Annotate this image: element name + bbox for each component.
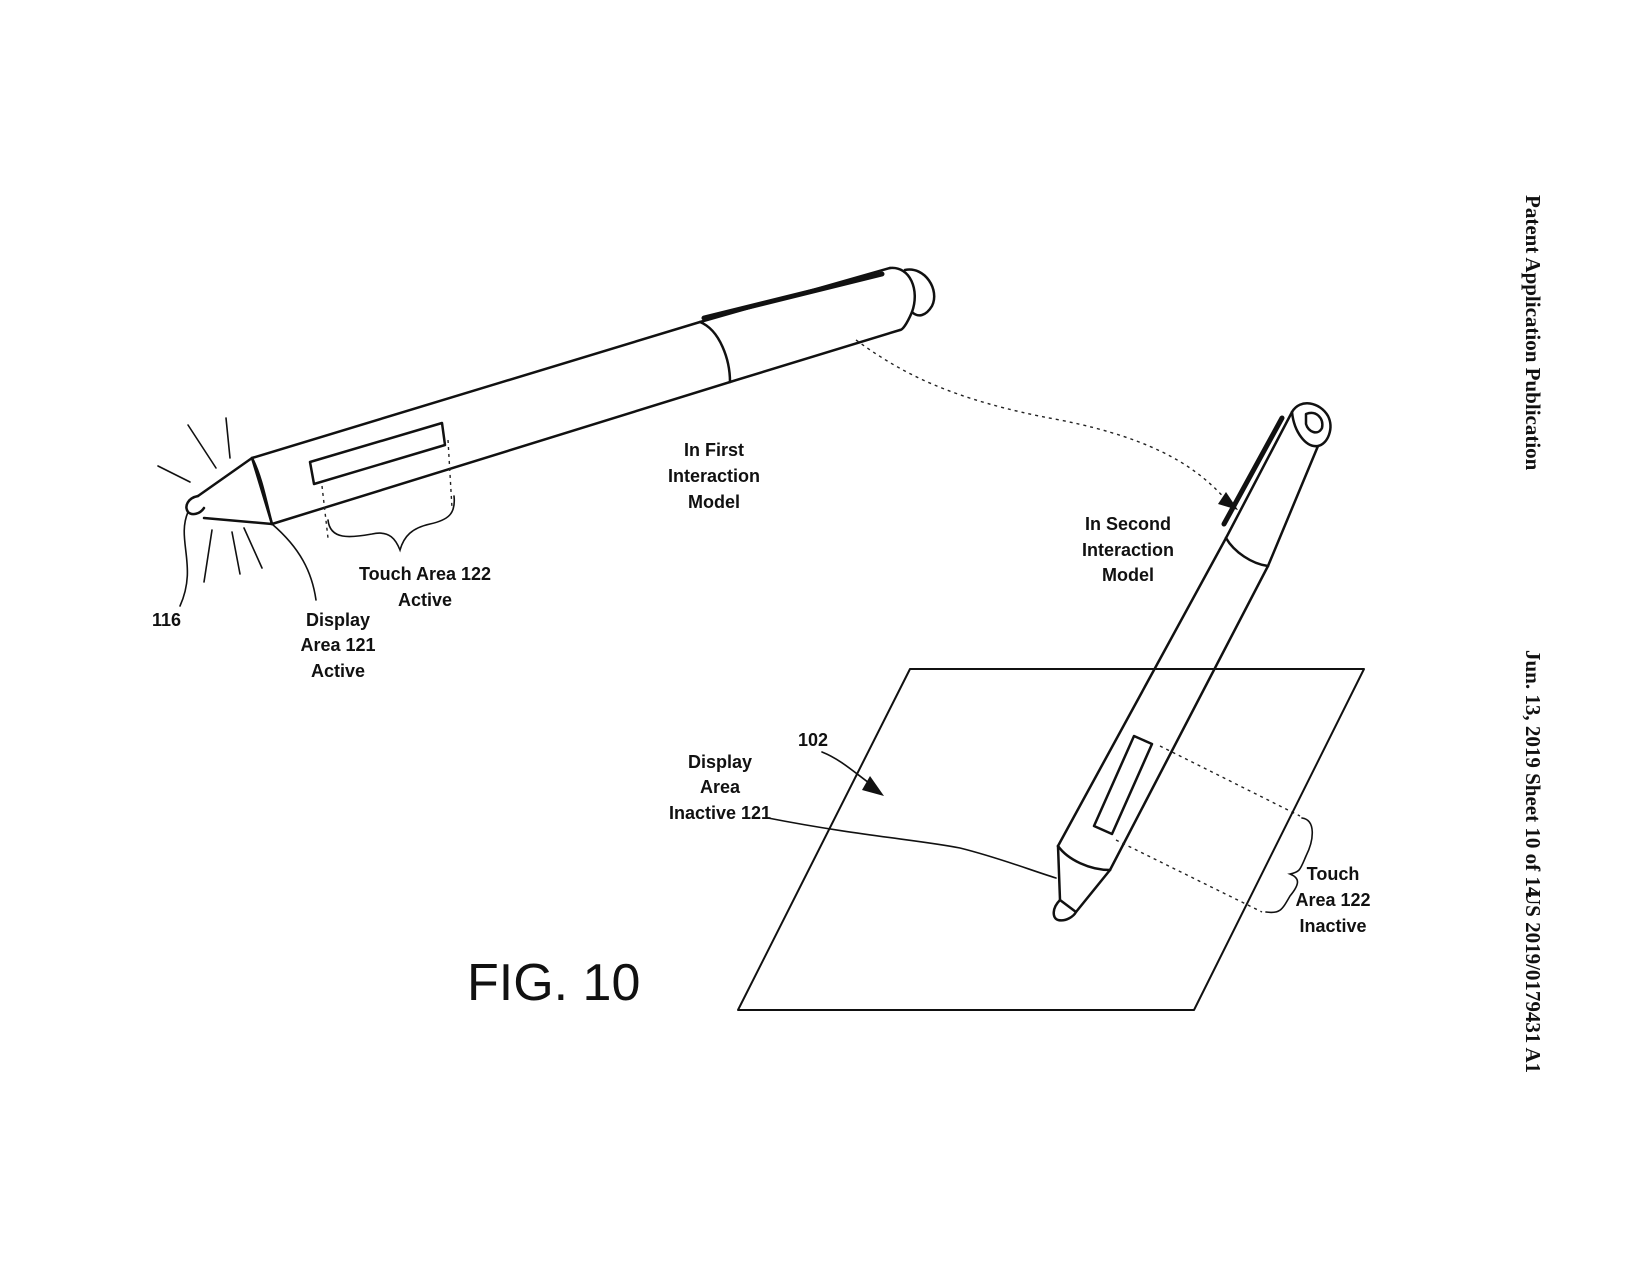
label-touch-inactive-2: Area 122 [1295, 890, 1370, 910]
label-second-model-3: Model [1102, 565, 1154, 585]
leader-display-active [271, 523, 317, 601]
label-display-inactive-1: Display [688, 752, 752, 772]
active-glow-rays [157, 417, 263, 583]
label-first-model-3: Model [688, 492, 740, 512]
label-display-active-3: Active [311, 661, 365, 681]
transition-arrow [855, 339, 1229, 503]
stylus2-clip [1221, 415, 1285, 527]
page-header: Patent Application Publication Jun. 13, … [1521, 195, 1545, 1073]
label-display-active-2: Area 121 [300, 635, 375, 655]
touch-area-inactive-brace [1265, 817, 1314, 914]
display-area-121-active [308, 421, 447, 486]
header-number: US 2019/0179431 A1 [1521, 890, 1545, 1073]
label-touch-active-2: Active [398, 590, 452, 610]
figure-title: FIG. 10 [467, 954, 640, 1012]
display-surface-102 [737, 668, 1365, 1011]
label-first-model-2: Interaction [668, 466, 760, 486]
leader-116 [179, 511, 189, 607]
label-touch-inactive-3: Inactive [1299, 916, 1366, 936]
header-date-sheet: Jun. 13, 2019 Sheet 10 of 14 [1521, 650, 1545, 898]
label-second-model-2: Interaction [1082, 540, 1174, 560]
label-116: 116 [152, 610, 181, 630]
stylus-grip [698, 266, 902, 384]
label-display-active-1: Display [306, 610, 370, 630]
stylus2-nib [1052, 898, 1078, 922]
display-area-121-inactive [1092, 734, 1154, 836]
stylus2-tip-cone [1056, 844, 1112, 914]
label-102: 102 [798, 730, 828, 750]
touch-area-brace [327, 495, 456, 553]
label-display-inactive-2: Area [700, 777, 741, 797]
stylus-second-interaction [1052, 402, 1332, 922]
label-display-inactive-3: Inactive 121 [669, 803, 771, 823]
stylus2-barrel [1056, 536, 1270, 872]
labels: 116 Display Area 121 Active Touch Area 1… [152, 440, 1371, 1012]
stylus-nib [185, 494, 206, 516]
leader-display-inactive [767, 817, 1057, 879]
label-touch-inactive-1: Touch [1307, 864, 1360, 884]
stylus-clip [701, 271, 885, 321]
header-publication: Patent Application Publication [1521, 195, 1545, 471]
stylus-end-cap [888, 266, 917, 332]
stylus2-end-cap [1290, 402, 1332, 448]
label-first-model-1: In First [684, 440, 744, 460]
stylus-tip-cone [196, 456, 274, 526]
label-touch-active-1: Touch Area 122 [359, 564, 491, 584]
touch-area-dotted-projection [321, 439, 453, 539]
stylus-first-interaction [157, 266, 936, 607]
stylus-barrel [250, 320, 732, 526]
label-second-model-1: In Second [1085, 514, 1171, 534]
touch-area-inactive-projection [1115, 745, 1301, 913]
